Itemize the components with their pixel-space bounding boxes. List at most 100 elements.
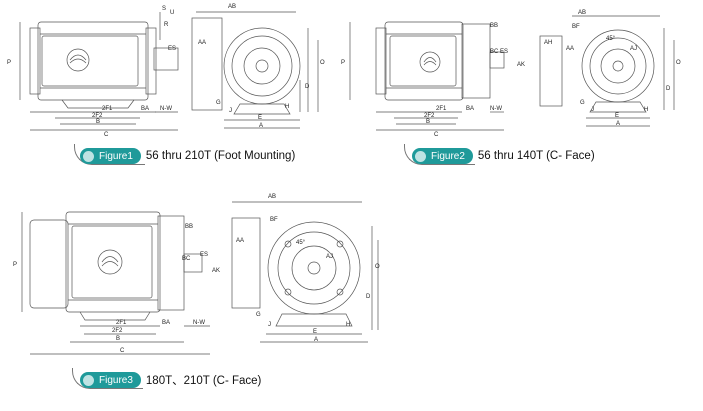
fig3-end-view — [231, 201, 379, 343]
dim-label-a: A — [259, 123, 263, 129]
fig2-frame-circle — [581, 29, 655, 103]
fig3-labels: P BB ES BC AK 2F1 2F2 B C BA N-W AB BF A… — [13, 194, 380, 354]
dim-label-aa: AA — [566, 46, 574, 52]
dim-label-bb: BB — [490, 23, 498, 29]
dim-label-g: G — [580, 100, 585, 106]
fig1-motor-body — [37, 21, 149, 101]
fig1-shaft-end — [255, 59, 269, 73]
dim-label-c: C — [434, 132, 439, 138]
dim-label-2f2: 2F2 — [112, 328, 123, 334]
dim-label-u: U — [170, 10, 174, 16]
fig2-motor-body — [384, 21, 464, 101]
fig1-shaft — [153, 47, 179, 71]
fig1-labels: P S U R ES AB AA O D H G J E A 2F1 2F2 B… — [7, 4, 325, 138]
dim-label-o: O — [375, 264, 380, 270]
fig2-shaft-end — [612, 60, 624, 72]
dim-label-es: ES — [200, 252, 208, 258]
dim-label-ab: AB — [578, 10, 586, 16]
fig1-end-cap — [29, 27, 41, 95]
dim-label-d: D — [366, 294, 371, 300]
fig3-shaft — [183, 253, 203, 273]
dim-label-d: D — [666, 86, 671, 92]
dim-label-e: E — [313, 329, 317, 335]
dim-label-es: ES — [168, 46, 176, 52]
fig2-caption: Figure2 56 thru 140T (C- Face) — [412, 148, 595, 164]
fig1-end-view — [191, 11, 319, 129]
dim-label-ab: AB — [228, 4, 236, 10]
fig1-badge-dot-icon — [83, 150, 94, 162]
fig3-end-cap — [29, 219, 69, 309]
fig2-badge: Figure2 — [412, 148, 473, 164]
dim-label-ab: AB — [268, 194, 276, 200]
fig3-terminal-box — [231, 217, 261, 309]
dim-label-p: P — [7, 60, 11, 66]
fig3-badge-label: Figure3 — [99, 374, 133, 386]
dim-label-bc: BC — [490, 49, 499, 55]
fig3-shaft-end — [307, 261, 321, 275]
dim-label-a: A — [314, 337, 318, 343]
fig1-side-view — [19, 12, 179, 131]
dim-label-j: J — [268, 322, 271, 328]
dim-label-h: H — [285, 104, 289, 110]
dim-label-h: H — [644, 107, 648, 113]
fig2-c-face — [461, 23, 491, 99]
fig2-logo-circle — [419, 51, 441, 73]
dim-label-c: C — [104, 132, 109, 138]
dim-label-2f2: 2F2 — [92, 113, 103, 119]
fig2-badge-label: Figure2 — [431, 150, 465, 162]
dim-label-aa: AA — [198, 40, 206, 46]
fig3-caption: Figure3 180T、210T (C- Face) — [80, 372, 261, 388]
fig1-badge: Figure1 — [80, 148, 141, 164]
dim-label-ba: BA — [141, 106, 149, 112]
dim-label-45deg: 45° — [606, 36, 616, 42]
fig3-badge-dot-icon — [83, 374, 94, 386]
dim-label-b: B — [116, 336, 120, 342]
dim-label-o: O — [676, 60, 681, 66]
dim-label-ak: AK — [212, 268, 220, 274]
dim-label-nw: N-W — [193, 320, 205, 326]
dim-label-2f1: 2F1 — [436, 106, 447, 112]
fig2-badge-dot-icon — [415, 150, 426, 162]
fig1-front-bell — [145, 27, 157, 95]
dim-label-bc: BC — [182, 256, 191, 262]
fig3-feet — [275, 313, 353, 327]
dim-label-b: B — [96, 119, 100, 125]
dim-label-s: S — [162, 6, 166, 12]
fig1-badge-label: Figure1 — [99, 150, 133, 162]
dim-label-aa: AA — [236, 238, 244, 244]
fig2-terminal-box — [539, 35, 563, 107]
dim-label-c: C — [120, 348, 125, 354]
dim-label-g: G — [256, 312, 261, 318]
fig2-feet — [589, 101, 647, 113]
dim-label-ak: AK — [517, 62, 525, 68]
dim-label-ba: BA — [162, 320, 170, 326]
fig1-frame-circle — [223, 27, 301, 105]
dim-label-ba: BA — [466, 106, 474, 112]
dim-label-d: D — [305, 84, 310, 90]
fig3-c-face — [157, 215, 185, 311]
dim-label-j: J — [229, 108, 232, 114]
dim-label-b: B — [426, 119, 430, 125]
dim-label-nw: N-W — [490, 106, 502, 112]
dim-label-r: R — [164, 22, 169, 28]
fig3-badge: Figure3 — [80, 372, 141, 388]
dim-label-2f1: 2F1 — [102, 106, 113, 112]
dim-label-bf: BF — [270, 217, 278, 223]
fig2-end-view — [539, 15, 675, 127]
fig1-terminal-box — [191, 17, 223, 111]
fig2-side-view — [349, 21, 505, 131]
dim-label-ah: AH — [544, 40, 552, 46]
dim-label-h: H — [346, 322, 350, 328]
dim-label-es: ES — [500, 49, 508, 55]
dim-label-45deg: 45° — [296, 240, 306, 246]
dim-label-a: A — [616, 121, 620, 127]
fig1-caption-text: 56 thru 210T (Foot Mounting) — [145, 150, 296, 162]
dim-label-bb: BB — [185, 224, 193, 230]
fig3-side-view — [21, 211, 210, 355]
fig2-shaft — [489, 51, 505, 69]
dim-label-aj: AJ — [630, 46, 637, 52]
dim-label-g: G — [216, 100, 221, 106]
dim-label-2f2: 2F2 — [424, 113, 435, 119]
